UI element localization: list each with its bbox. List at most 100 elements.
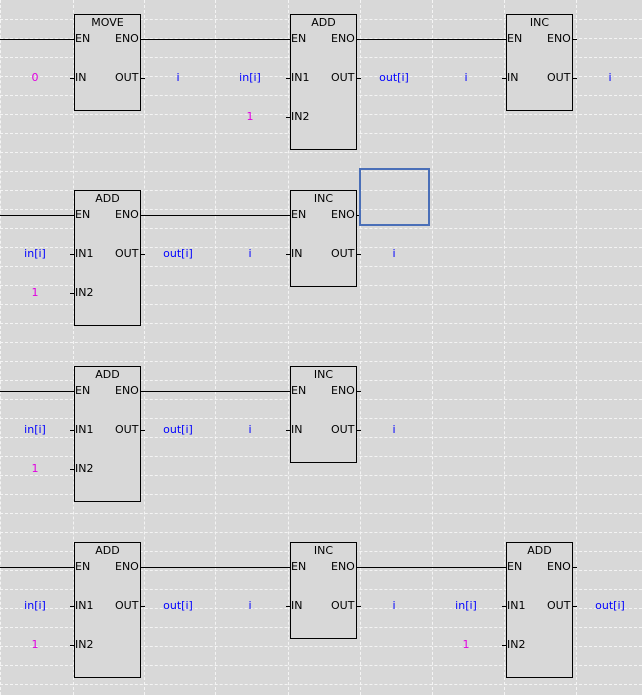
input-pin-in[interactable]: IN	[291, 423, 303, 436]
input-pin-in1[interactable]: IN1	[75, 599, 94, 612]
variable-operand[interactable]: out[i]	[163, 599, 193, 612]
input-pin-en[interactable]: EN	[75, 208, 91, 221]
input-pin-stub	[502, 645, 507, 646]
en-wire	[0, 391, 74, 392]
input-pin-in1[interactable]: IN1	[291, 71, 310, 84]
input-pin-stub	[70, 39, 75, 40]
output-pin-eno[interactable]: ENO	[115, 32, 139, 45]
input-pin-in1[interactable]: IN1	[507, 599, 526, 612]
function-block-inc[interactable]: INC	[290, 542, 357, 639]
variable-operand[interactable]: out[i]	[163, 423, 193, 436]
output-pin-stub	[356, 430, 361, 431]
function-block-inc[interactable]: INC	[290, 366, 357, 463]
constant-operand[interactable]: 1	[31, 286, 39, 299]
function-block-move[interactable]: MOVE	[74, 14, 141, 111]
input-pin-en[interactable]: EN	[507, 32, 523, 45]
input-pin-stub	[286, 391, 291, 392]
input-pin-en[interactable]: EN	[291, 384, 307, 397]
grid-row-line	[0, 342, 642, 343]
output-pin-out[interactable]: OUT	[547, 599, 571, 612]
en-wire	[357, 567, 506, 568]
input-pin-en[interactable]: EN	[75, 560, 91, 573]
output-pin-eno[interactable]: ENO	[331, 32, 355, 45]
grid-row-line	[0, 684, 642, 685]
input-pin-in2[interactable]: IN2	[75, 462, 94, 475]
output-pin-out[interactable]: OUT	[331, 423, 355, 436]
output-pin-out[interactable]: OUT	[331, 247, 355, 260]
constant-operand[interactable]: 1	[31, 462, 39, 475]
variable-operand[interactable]: i	[248, 423, 252, 436]
input-pin-stub	[286, 430, 291, 431]
output-pin-out[interactable]: OUT	[115, 247, 139, 260]
output-pin-out[interactable]: OUT	[331, 71, 355, 84]
constant-operand[interactable]: 0	[31, 71, 39, 84]
output-pin-eno[interactable]: ENO	[115, 384, 139, 397]
input-pin-in[interactable]: IN	[291, 599, 303, 612]
function-block-inc[interactable]: INC	[506, 14, 573, 111]
output-pin-eno[interactable]: ENO	[331, 560, 355, 573]
output-pin-stub	[140, 430, 145, 431]
constant-operand[interactable]: 1	[246, 110, 254, 123]
function-block-add[interactable]: ADD	[74, 366, 141, 502]
variable-operand[interactable]: i	[392, 247, 396, 260]
variable-operand[interactable]: out[i]	[163, 247, 193, 260]
cell-selection-cursor[interactable]	[359, 168, 430, 226]
variable-operand[interactable]: in[i]	[24, 599, 46, 612]
input-pin-en[interactable]: EN	[75, 384, 91, 397]
en-wire	[141, 391, 290, 392]
output-pin-out[interactable]: OUT	[115, 71, 139, 84]
output-pin-eno[interactable]: ENO	[547, 32, 571, 45]
function-block-add[interactable]: ADD	[290, 14, 357, 150]
output-pin-eno[interactable]: ENO	[115, 560, 139, 573]
input-pin-en[interactable]: EN	[291, 208, 307, 221]
function-block-add[interactable]: ADD	[74, 190, 141, 326]
output-pin-stub	[140, 391, 145, 392]
input-pin-in2[interactable]: IN2	[291, 110, 310, 123]
variable-operand[interactable]: out[i]	[379, 71, 409, 84]
constant-operand[interactable]: 1	[462, 638, 470, 651]
output-pin-eno[interactable]: ENO	[331, 384, 355, 397]
input-pin-stub	[502, 78, 507, 79]
variable-operand[interactable]: in[i]	[24, 247, 46, 260]
output-pin-eno[interactable]: ENO	[115, 208, 139, 221]
input-pin-en[interactable]: EN	[291, 32, 307, 45]
input-pin-in[interactable]: IN	[507, 71, 519, 84]
input-pin-in1[interactable]: IN1	[75, 423, 94, 436]
variable-operand[interactable]: i	[608, 71, 612, 84]
output-pin-out[interactable]: OUT	[115, 423, 139, 436]
input-pin-en[interactable]: EN	[75, 32, 91, 45]
variable-operand[interactable]: i	[176, 71, 180, 84]
output-pin-eno[interactable]: ENO	[331, 208, 355, 221]
variable-operand[interactable]: i	[392, 423, 396, 436]
variable-operand[interactable]: in[i]	[239, 71, 261, 84]
input-pin-stub	[70, 567, 75, 568]
output-pin-out[interactable]: OUT	[547, 71, 571, 84]
input-pin-stub	[70, 430, 75, 431]
output-pin-eno[interactable]: ENO	[547, 560, 571, 573]
variable-operand[interactable]: i	[248, 247, 252, 260]
input-pin-en[interactable]: EN	[291, 560, 307, 573]
output-pin-out[interactable]: OUT	[115, 599, 139, 612]
output-pin-stub	[356, 215, 361, 216]
input-pin-in2[interactable]: IN2	[75, 286, 94, 299]
variable-operand[interactable]: i	[248, 599, 252, 612]
grid-column-line	[288, 0, 289, 695]
constant-operand[interactable]: 1	[31, 638, 39, 651]
function-block-inc[interactable]: INC	[290, 190, 357, 287]
variable-operand[interactable]: out[i]	[595, 599, 625, 612]
input-pin-en[interactable]: EN	[507, 560, 523, 573]
function-block-add[interactable]: ADD	[74, 542, 141, 678]
function-block-add[interactable]: ADD	[506, 542, 573, 678]
input-pin-in1[interactable]: IN1	[75, 247, 94, 260]
variable-operand[interactable]: i	[464, 71, 468, 84]
input-pin-in[interactable]: IN	[75, 71, 87, 84]
input-pin-stub	[286, 78, 291, 79]
input-pin-in[interactable]: IN	[291, 247, 303, 260]
variable-operand[interactable]: in[i]	[24, 423, 46, 436]
variable-operand[interactable]: i	[392, 599, 396, 612]
input-pin-in2[interactable]: IN2	[75, 638, 94, 651]
output-pin-out[interactable]: OUT	[331, 599, 355, 612]
input-pin-in2[interactable]: IN2	[507, 638, 526, 651]
variable-operand[interactable]: in[i]	[455, 599, 477, 612]
